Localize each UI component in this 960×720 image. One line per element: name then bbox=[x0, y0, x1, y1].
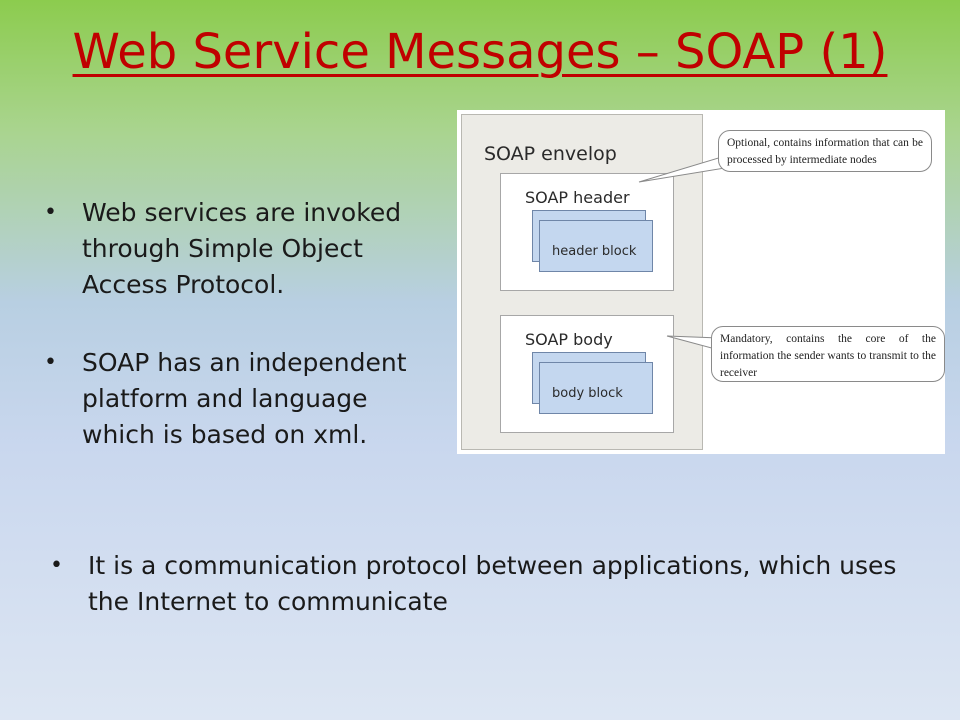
body-callout: Mandatory, contains the core of the info… bbox=[711, 326, 945, 382]
header-label: SOAP header bbox=[525, 188, 630, 207]
bullet-list: Web services are invoked through Simple … bbox=[44, 195, 444, 495]
body-block-label: body block bbox=[552, 386, 623, 401]
soap-header-box: SOAP header header block bbox=[500, 173, 674, 291]
bottom-bullet-list: It is a communication protocol between a… bbox=[50, 548, 910, 620]
soap-envelope: SOAP envelop SOAP header header block SO… bbox=[461, 114, 703, 450]
soap-body-box: SOAP body body block bbox=[500, 315, 674, 433]
header-callout-pointer bbox=[638, 155, 726, 183]
bullet-item: SOAP has an independent platform and lan… bbox=[44, 345, 444, 453]
envelope-label: SOAP envelop bbox=[484, 143, 617, 165]
soap-diagram: SOAP envelop SOAP header header block SO… bbox=[457, 110, 945, 454]
body-block: body block bbox=[539, 362, 653, 414]
header-block: header block bbox=[539, 220, 653, 272]
slide-title: Web Service Messages – SOAP (1) bbox=[72, 24, 888, 80]
header-callout: Optional, contains information that can … bbox=[718, 130, 932, 172]
body-label: SOAP body bbox=[525, 330, 613, 349]
bullet-item: It is a communication protocol between a… bbox=[50, 548, 910, 620]
header-block-label: header block bbox=[552, 244, 637, 259]
bullet-item: Web services are invoked through Simple … bbox=[44, 195, 444, 303]
